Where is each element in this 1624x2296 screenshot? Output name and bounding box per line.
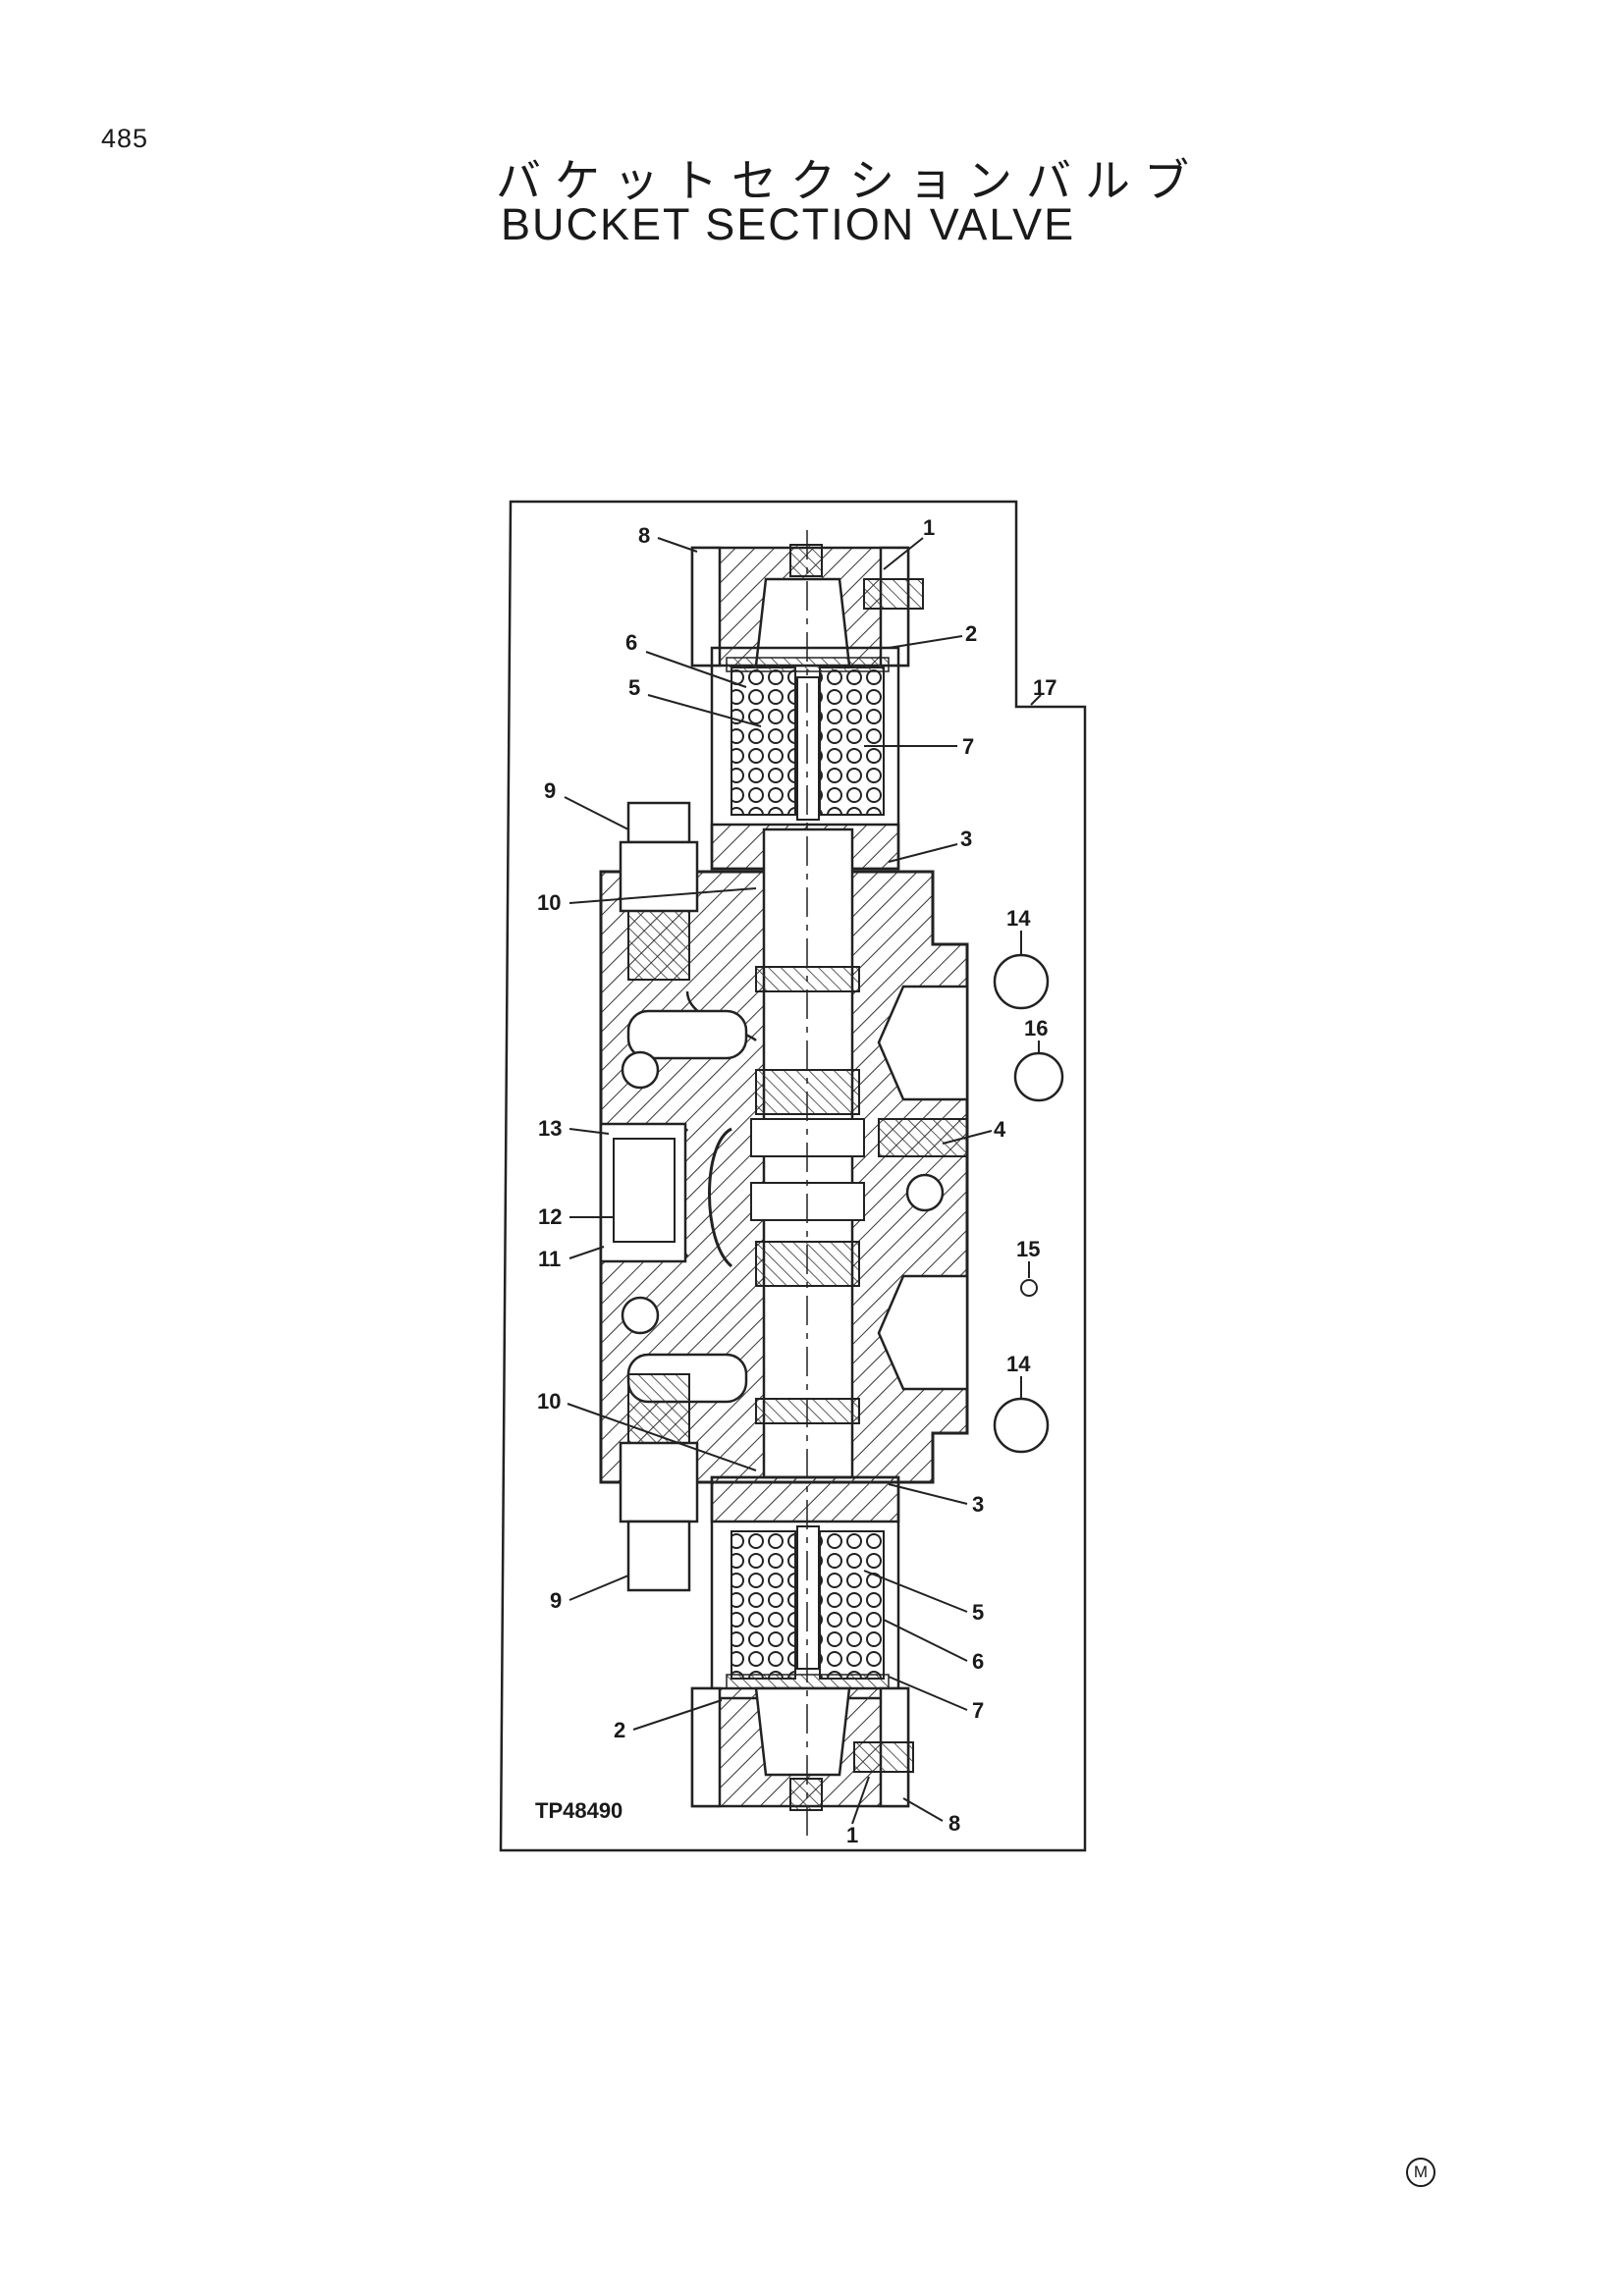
figure-code: TP48490: [535, 1798, 623, 1823]
callout-7-top: 7: [962, 734, 974, 759]
callout-16: 16: [1024, 1016, 1048, 1041]
part-14-bottom: [993, 1397, 1050, 1454]
part-15: [1020, 1279, 1038, 1297]
callout-2-top: 2: [965, 621, 977, 646]
callout-8-bottom: 8: [948, 1811, 960, 1836]
callout-9-top: 9: [544, 778, 556, 803]
callout-10-top: 10: [537, 890, 561, 915]
callout-17: 17: [1033, 675, 1056, 700]
top-relief-valve: [619, 801, 699, 981]
callout-6-bottom: 6: [972, 1649, 984, 1674]
callout-5-bottom: 5: [972, 1600, 984, 1625]
title-japanese: バケットセクションバルブ: [496, 154, 1203, 207]
callout-14-bottom: 14: [1006, 1352, 1031, 1376]
callout-5-top: 5: [628, 675, 640, 700]
callout-2-bottom: 2: [614, 1718, 625, 1742]
callout-10-bottom: 10: [537, 1389, 561, 1414]
part-16: [1013, 1051, 1064, 1102]
callout-9-bottom: 9: [550, 1588, 562, 1613]
bottom-relief-valve: [619, 1373, 699, 1592]
callout-1-bottom: 1: [846, 1823, 858, 1847]
callout-8-top: 8: [638, 523, 650, 548]
top-cap-assembly: [690, 544, 924, 667]
callout-13: 13: [538, 1116, 562, 1141]
page-number: 485: [101, 124, 149, 153]
diagram-frame: [499, 500, 1087, 1852]
callout-1-top: 1: [923, 515, 935, 540]
callout-4: 4: [994, 1117, 1006, 1142]
bottom-spring-housing: [710, 1475, 900, 1700]
callout-3-top: 3: [960, 827, 972, 851]
bottom-cap-assembly: [690, 1686, 914, 1811]
callout-7-bottom: 7: [972, 1698, 984, 1723]
title-english: BUCKET SECTION VALVE: [501, 199, 1076, 249]
part-14-top: [993, 953, 1050, 1010]
callout-14-top: 14: [1006, 906, 1031, 931]
callout-3-bottom: 3: [972, 1492, 984, 1517]
callout-15: 15: [1016, 1237, 1040, 1261]
callout-12: 12: [538, 1204, 562, 1229]
callout-11: 11: [538, 1247, 561, 1271]
callout-6-top: 6: [625, 630, 637, 655]
corner-m-mark: M: [1406, 2158, 1435, 2187]
